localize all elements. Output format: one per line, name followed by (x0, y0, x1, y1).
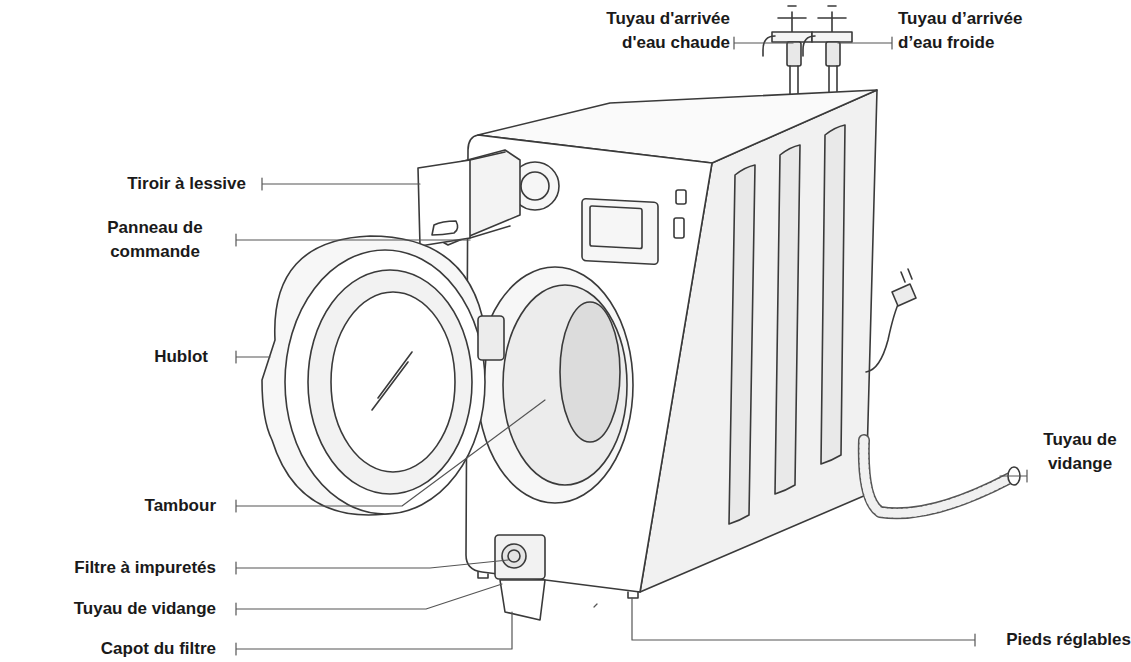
part-label: Tuyau de vidange (0, 597, 216, 621)
washer-illustration-part-part (582, 199, 658, 265)
part-label: Tuyau d’arrivée d’eau froide (898, 7, 1033, 55)
taps-part (763, 36, 775, 56)
washer-illustration-part-part (503, 285, 627, 485)
washer-illustration-part-part (262, 236, 486, 515)
washer-illustration-part-part (901, 269, 912, 282)
washer-illustration-part-part-part (1000, 470, 1027, 482)
washer-illustration-part-part (236, 37, 1027, 655)
washer-illustration-part-part (821, 125, 845, 464)
washer-illustration-part-part (470, 152, 510, 238)
part-label: Tuyau de vidange (1030, 428, 1130, 476)
washer-illustration-part-part (331, 292, 455, 472)
washer-illustration-part-part-part (236, 351, 270, 363)
washer-illustration-part-part-part (262, 178, 420, 190)
part-label: Filtre à impuretés (0, 556, 216, 580)
washer-illustration-part (236, 6, 1027, 655)
washer-illustration-part-part (478, 316, 504, 360)
washer-illustration-part-part (418, 160, 470, 246)
part-label: Tambour (40, 494, 216, 518)
washer-illustration-part-part (560, 302, 620, 442)
washer-illustration-part-part (308, 270, 472, 494)
part-label: Tiroir à lessive (60, 172, 246, 196)
washer-illustration-part-part (500, 580, 545, 620)
washer-illustration-part-part-part (236, 612, 512, 655)
washer-illustration-part-part (864, 440, 1010, 513)
washer-illustration-part-part (372, 352, 412, 410)
taps-part (772, 6, 812, 42)
taps-part (826, 42, 840, 66)
washer-illustration-part-part (775, 145, 800, 494)
part-label: Hublot (60, 345, 208, 369)
taps-part (803, 36, 815, 56)
washer-illustration-part-part (502, 544, 526, 568)
washer-illustration-part-part (892, 284, 916, 306)
washer-illustration-part-part (285, 250, 485, 514)
washer-illustration-part-part-part (236, 560, 508, 574)
part-label: Panneau de commande (80, 216, 230, 264)
washer-illustration-part-part-part (236, 584, 502, 615)
washer-illustration-part-part (521, 172, 549, 200)
washer-illustration-part-part (674, 218, 684, 238)
part-label: Pieds réglables (978, 628, 1131, 652)
part-label: Capot du filtre (0, 637, 216, 661)
washer-illustration-part-part-part (632, 598, 975, 646)
washer-illustration-part-part (432, 221, 458, 235)
washer-illustration-part-part (508, 550, 520, 562)
washer-illustration-part-part-part (236, 234, 470, 246)
washer-illustration-part-part-part (594, 604, 597, 607)
washer-illustration-part-part (477, 267, 633, 503)
taps-part (812, 6, 852, 42)
washer-illustration-part-part (729, 165, 755, 524)
taps-part (787, 42, 801, 66)
part-label: Tuyau d'arrivée d'eau chaude (590, 7, 730, 55)
washer-illustration-part-part (864, 440, 1010, 513)
washer-illustration-part-part-part (236, 400, 545, 512)
washer-illustration-part-part-part (734, 37, 793, 49)
washer-illustration-part-part (495, 535, 545, 579)
washer-illustration-part-part (590, 206, 642, 249)
washer-illustration-part-part (676, 190, 686, 204)
washer-illustration-part-part (866, 300, 900, 372)
washer-illustration-part-part-part (838, 37, 892, 49)
washer-illustration-part-part (478, 572, 638, 598)
